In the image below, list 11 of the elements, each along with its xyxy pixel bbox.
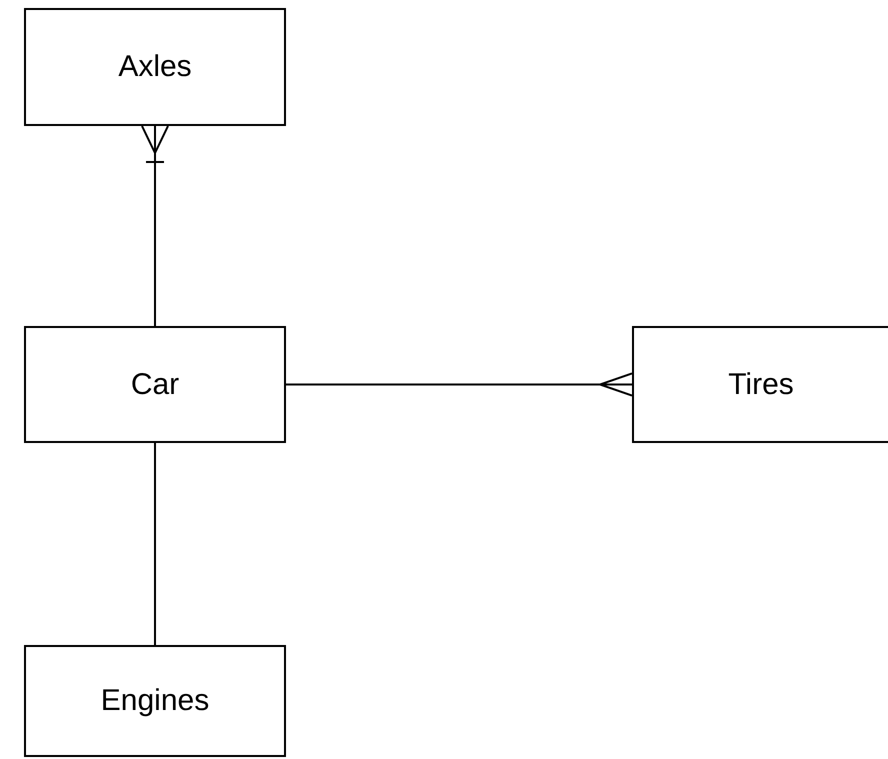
entity-name: Car <box>130 368 180 402</box>
entity-box <box>24 8 286 126</box>
entity-name: Tires <box>728 368 794 402</box>
entity-box <box>24 645 286 757</box>
relationship-line <box>286 372 633 396</box>
connector-line <box>154 443 156 645</box>
entity-box <box>24 326 286 443</box>
relationship-line <box>141 125 169 326</box>
entity-box <box>632 326 888 443</box>
entity-name: Engines <box>100 684 210 718</box>
entity-name: Axles <box>118 50 192 84</box>
